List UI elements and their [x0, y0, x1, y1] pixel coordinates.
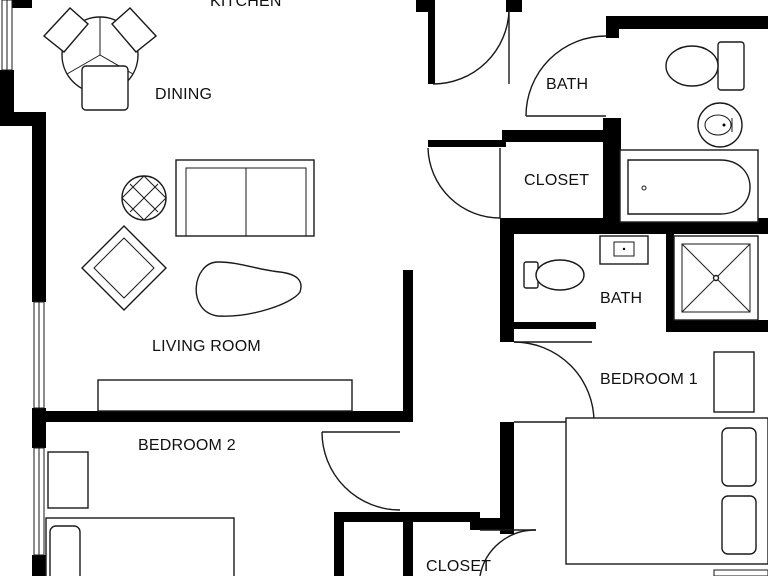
armchair-icon — [81, 225, 167, 311]
sofa-icon — [175, 159, 315, 237]
bathtub-icon — [619, 149, 759, 223]
windows — [1, 0, 45, 556]
dresser-icon — [713, 351, 755, 413]
doors — [321, 9, 607, 576]
coffee-table-icon — [195, 261, 302, 317]
label-living-room: LIVING ROOM — [152, 338, 261, 355]
label-kitchen: KITCHEN — [210, 0, 282, 10]
label-bath-lower: BATH — [600, 290, 642, 307]
shower-icon — [673, 235, 759, 321]
toilet-lower-icon — [523, 259, 585, 291]
sink-icon — [697, 102, 743, 148]
nightstand-icon — [47, 451, 89, 509]
toilet-icon — [665, 41, 745, 91]
label-closet-upper: CLOSET — [524, 172, 589, 189]
media-console-icon — [97, 379, 353, 412]
bed-bedroom-1-icon — [565, 417, 768, 576]
label-dining: DINING — [155, 86, 212, 103]
bed-bedroom-2-icon — [45, 517, 235, 576]
side-table-icon — [121, 175, 167, 221]
dining-table-icon — [42, 7, 158, 111]
vanity-sink-icon — [599, 235, 649, 265]
label-bedroom-1: BEDROOM 1 — [600, 371, 698, 388]
label-bedroom-2: BEDROOM 2 — [138, 437, 236, 454]
label-bath-upper: BATH — [546, 76, 588, 93]
label-closet-lower: CLOSET — [426, 558, 491, 575]
